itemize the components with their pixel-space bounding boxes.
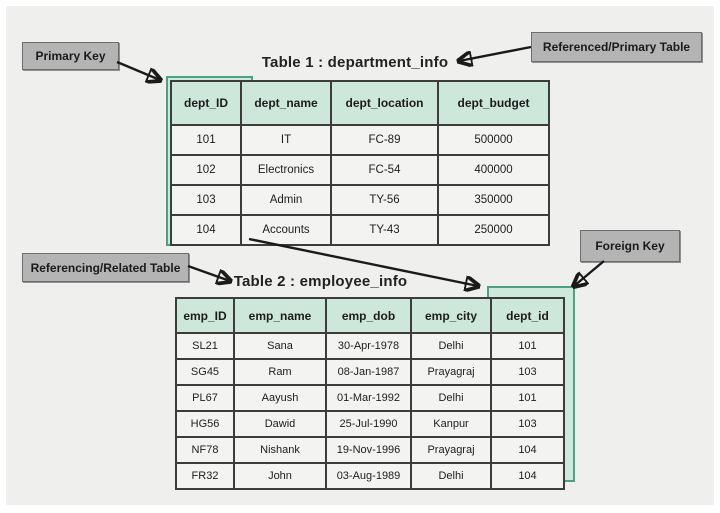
table-cell: FR32	[175, 462, 235, 490]
table-cell: Dawid	[233, 410, 327, 438]
table-cell: Delhi	[410, 384, 492, 412]
table-cell: Aayush	[233, 384, 327, 412]
table-cell: Delhi	[410, 332, 492, 360]
table-cell: FC-54	[330, 154, 439, 186]
table-cell: 104	[170, 214, 242, 246]
table-row: HG56 Dawid 25-Jul-1990 Kanpur 103	[175, 410, 565, 438]
table-row: 102 Electronics FC-54 400000	[170, 154, 550, 186]
table-cell: 03-Aug-1989	[325, 462, 412, 490]
table-cell: 104	[490, 436, 565, 464]
table-cell: Electronics	[240, 154, 332, 186]
table-cell: 102	[170, 154, 242, 186]
table-cell: SG45	[175, 358, 235, 386]
foreign-key-label: Foreign Key	[580, 230, 680, 262]
table-cell: 101	[490, 384, 565, 412]
table-cell: Delhi	[410, 462, 492, 490]
table1-header-row: dept_ID dept_name dept_location dept_bud…	[170, 80, 550, 126]
table-cell: HG56	[175, 410, 235, 438]
table-cell: 250000	[437, 214, 550, 246]
table-cell: 101	[170, 124, 242, 156]
table-cell: IT	[240, 124, 332, 156]
table-cell: TY-43	[330, 214, 439, 246]
table2-header-emp-name: emp_name	[233, 297, 327, 334]
table-row: NF78 Nishank 19-Nov-1996 Prayagraj 104	[175, 436, 565, 464]
table-cell: SL21	[175, 332, 235, 360]
table-row: 101 IT FC-89 500000	[170, 124, 550, 156]
table-cell: 08-Jan-1987	[325, 358, 412, 386]
table-cell: 400000	[437, 154, 550, 186]
employee-info-table: emp_ID emp_name emp_dob emp_city dept_id…	[175, 297, 565, 490]
table2-header-dept-id: dept_id	[490, 297, 565, 334]
table-cell: Admin	[240, 184, 332, 216]
table-row: FR32 John 03-Aug-1989 Delhi 104	[175, 462, 565, 490]
table-row: PL67 Aayush 01-Mar-1992 Delhi 101	[175, 384, 565, 412]
table-cell: Kanpur	[410, 410, 492, 438]
table-cell: FC-89	[330, 124, 439, 156]
primary-key-label: Primary Key	[22, 42, 119, 70]
table-cell: Prayagraj	[410, 358, 492, 386]
table-cell: 103	[170, 184, 242, 216]
table2-header-row: emp_ID emp_name emp_dob emp_city dept_id	[175, 297, 565, 334]
table2-header-emp-city: emp_city	[410, 297, 492, 334]
table-cell: John	[233, 462, 327, 490]
referenced-primary-table-label: Referenced/Primary Table	[531, 32, 702, 62]
table-cell: 103	[490, 410, 565, 438]
table-cell: 500000	[437, 124, 550, 156]
table1-title: Table 1 : department_info	[261, 54, 449, 71]
table-cell: Nishank	[233, 436, 327, 464]
table2-header-emp-dob: emp_dob	[325, 297, 412, 334]
table-cell: 104	[490, 462, 565, 490]
table2-header-emp-id: emp_ID	[175, 297, 235, 334]
table-cell: Sana	[233, 332, 327, 360]
table1-header-dept-id: dept_ID	[170, 80, 242, 126]
table-row: 103 Admin TY-56 350000	[170, 184, 550, 216]
table-cell: Ram	[233, 358, 327, 386]
table-cell: Prayagraj	[410, 436, 492, 464]
table1-header-dept-budget: dept_budget	[437, 80, 550, 126]
table-cell: 30-Apr-1978	[325, 332, 412, 360]
table1-header-dept-location: dept_location	[330, 80, 439, 126]
table-cell: NF78	[175, 436, 235, 464]
table-cell: 103	[490, 358, 565, 386]
referencing-related-table-label: Referencing/Related Table	[22, 253, 189, 282]
table-row: 104 Accounts TY-43 250000	[170, 214, 550, 246]
table-cell: PL67	[175, 384, 235, 412]
table1-header-dept-name: dept_name	[240, 80, 332, 126]
table-cell: 350000	[437, 184, 550, 216]
table-cell: 101	[490, 332, 565, 360]
table-row: SL21 Sana 30-Apr-1978 Delhi 101	[175, 332, 565, 360]
table-cell: 19-Nov-1996	[325, 436, 412, 464]
table-cell: TY-56	[330, 184, 439, 216]
table2-title: Table 2 : employee_info	[233, 273, 408, 290]
table-cell: 01-Mar-1992	[325, 384, 412, 412]
table-cell: 25-Jul-1990	[325, 410, 412, 438]
table-row: SG45 Ram 08-Jan-1987 Prayagraj 103	[175, 358, 565, 386]
table-cell: Accounts	[240, 214, 332, 246]
department-info-table: dept_ID dept_name dept_location dept_bud…	[170, 80, 550, 246]
